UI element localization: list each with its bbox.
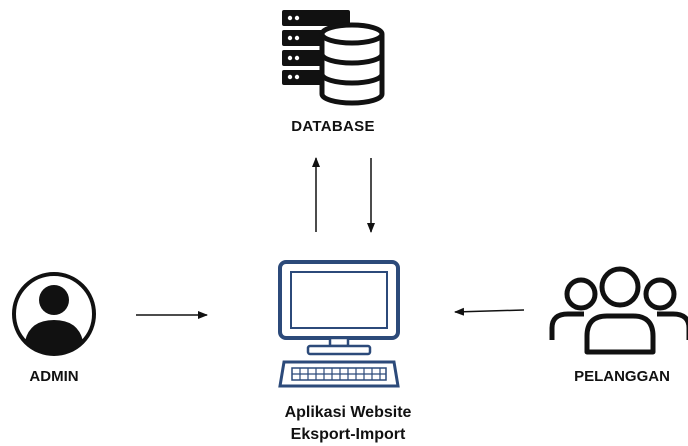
app-label: Aplikasi Website Eksport-Import — [248, 402, 448, 446]
user-avatar-icon — [12, 272, 96, 356]
admin-label: ADMIN — [29, 368, 79, 385]
database-label: DATABASE — [291, 118, 375, 135]
database-server-icon — [282, 10, 385, 106]
desktop-computer-icon — [278, 260, 400, 388]
app-label-line1: Aplikasi Website — [284, 404, 412, 421]
app-label-line2: Eksport-Import — [290, 426, 406, 443]
arrow-pelanggan-to-app — [454, 307, 525, 316]
user-group-icon — [549, 266, 688, 355]
pelanggan-label: PELANGGAN — [574, 368, 670, 385]
